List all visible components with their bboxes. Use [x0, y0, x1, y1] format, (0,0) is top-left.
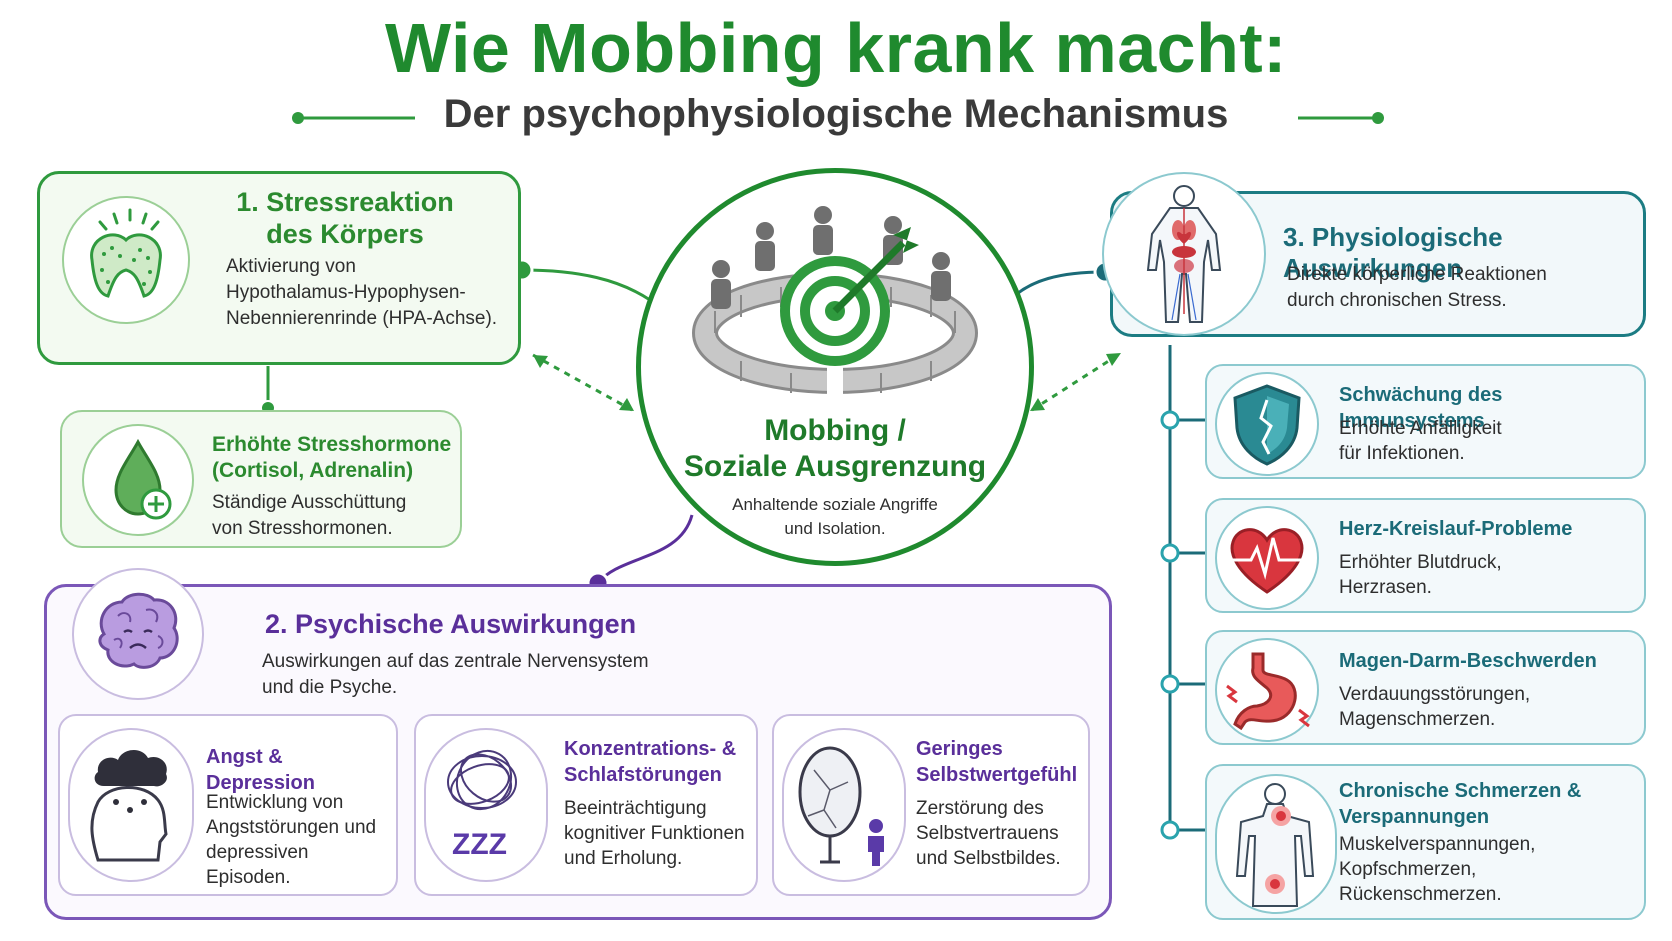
- center-description: Anhaltende soziale Angriffe und Isolatio…: [732, 495, 938, 538]
- section2-title: 2. Psychische Auswirkungen: [265, 609, 637, 639]
- card2-description: Beeinträchtigung kognitiver Funktionen u…: [564, 798, 745, 869]
- item1-title: Schwächung des Immunsystems: [1339, 384, 1503, 432]
- item4-description: Muskelverspannungen, Kopfschmerzen, Rück…: [1339, 834, 1536, 905]
- item2-description: Erhöhter Blutdruck, Herzrasen.: [1339, 552, 1502, 598]
- tangled-thoughts-icon: ZZZ: [424, 728, 548, 882]
- human-body-organs-icon: [1102, 172, 1266, 336]
- heart-ecg-icon: [1215, 506, 1319, 610]
- item-chronic-pain: Chronische Schmerzen & Verspannungen Mus…: [1205, 764, 1646, 920]
- head-rain-cloud-icon: [68, 728, 194, 882]
- brain-icon: [72, 568, 204, 700]
- card1-title: Angst & Depression: [206, 746, 315, 794]
- stress-hormones-title: Erhöhte Stresshormone (Cortisol, Adrenal…: [212, 433, 452, 482]
- broken-mirror-icon: [782, 728, 906, 882]
- item4-title: Chronische Schmerzen & Verspannungen: [1339, 780, 1582, 828]
- section1-title: 1. Stressreaktion des Körpers: [236, 187, 454, 249]
- hpa-icon: [62, 196, 190, 324]
- item3-description: Verdauungsstörungen, Magenschmerzen.: [1339, 684, 1531, 730]
- card3-title: Geringes Selbstwertgefühl: [916, 738, 1078, 786]
- card-self-esteem: Geringes Selbstwertgefühl Zerstörung des…: [772, 714, 1090, 896]
- card2-title: Konzentrations- & Schlafstörungen: [564, 738, 737, 786]
- item-gastrointestinal: Magen-Darm-Beschwerden Verdauungsstörung…: [1205, 630, 1646, 745]
- stomach-icon: [1215, 638, 1319, 742]
- shield-icon: [1215, 372, 1319, 476]
- page-subtitle: Der psychophysiologische Mechanismus: [443, 92, 1229, 136]
- page-title: Wie Mobbing krank macht:: [384, 9, 1287, 87]
- item3-title: Magen-Darm-Beschwerden: [1339, 650, 1597, 672]
- card-anxiety-depression: Angst & Depression Entwicklung von Angst…: [58, 714, 398, 896]
- item-immune-system: Schwächung des Immunsystems Erhöhte Anfä…: [1205, 364, 1646, 479]
- center-mobbing-circle: Mobbing / Soziale Ausgrenzung Anhaltende…: [636, 168, 1034, 566]
- card3-description: Zerstörung des Selbstvertrauens und Selb…: [916, 798, 1061, 869]
- stress-hormones-box: Erhöhte Stresshormone (Cortisol, Adrenal…: [60, 410, 462, 548]
- section-stress-reaction: 1. Stressreaktion des Körpers Aktivierun…: [37, 171, 521, 365]
- section3-title: 3. Physiologische Auswirkungen: [1283, 222, 1503, 283]
- section2-description: Auswirkungen auf das zentrale Nervensyst…: [262, 651, 649, 698]
- zzz-text: ZZZ: [452, 828, 507, 861]
- target-icon: [692, 206, 978, 399]
- item2-title: Herz-Kreislauf-Probleme: [1339, 518, 1573, 540]
- item-cardiovascular: Herz-Kreislauf-Probleme Erhöhter Blutdru…: [1205, 498, 1646, 613]
- hormone-drop-icon: [82, 424, 194, 536]
- item1-description: Erhöhte Anfälligkeit für Infektionen.: [1339, 418, 1502, 464]
- body-pain-points-icon: [1215, 774, 1337, 914]
- card1-description: Entwicklung von Angststörungen und depre…: [206, 792, 377, 888]
- section3-description: Direkte körperliche Reaktionen durch chr…: [1287, 264, 1547, 311]
- card-concentration-sleep: ZZZ Konzentrations- & Schlafstörungen Be…: [414, 714, 758, 896]
- center-title: Mobbing / Soziale Ausgrenzung: [683, 414, 987, 483]
- stress-hormones-description: Ständige Ausschüttung von Stresshormonen…: [212, 492, 407, 539]
- section1-description: Aktivierung von Hypothalamus-Hypophysen-…: [226, 256, 498, 329]
